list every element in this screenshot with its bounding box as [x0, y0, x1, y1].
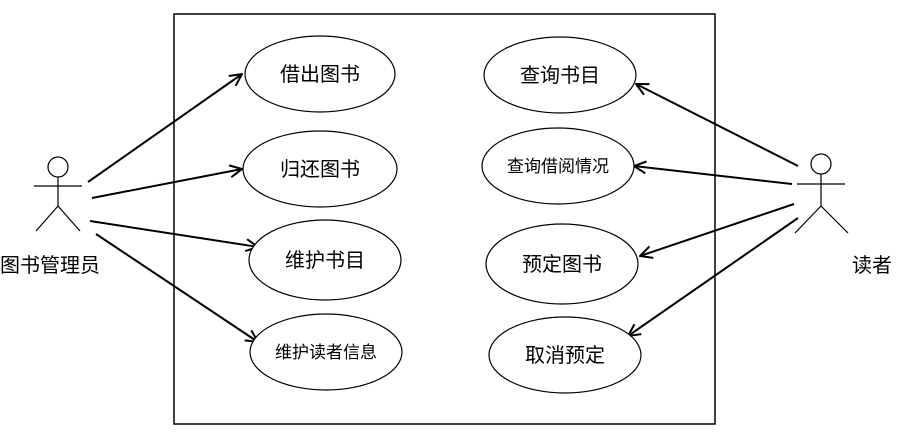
usecase-ellipse	[485, 223, 639, 305]
actor-head	[47, 156, 69, 178]
actor-librarian: 图书管理员	[0, 156, 100, 277]
usecase-return-book: 归还图书	[242, 130, 398, 208]
usecase-label: 取消预定	[525, 343, 605, 367]
usecase-ellipse	[248, 219, 402, 301]
usecase-query-catalog: 查询书目	[483, 36, 637, 114]
usecase-ellipse	[249, 313, 403, 391]
usecase-label: 维护书目	[285, 248, 365, 272]
system-boundary	[173, 13, 716, 425]
actor-head	[810, 153, 832, 175]
usecase-maintain-catalog: 维护书目	[248, 219, 402, 301]
actor-reader: 读者	[794, 153, 892, 277]
association-return-book	[91, 169, 242, 199]
usecase-maintain-reader-info: 维护读者信息	[249, 313, 403, 391]
usecase-label: 借出图书	[280, 62, 360, 86]
association-query-catalog	[636, 84, 799, 167]
usecase-reserve-book: 预定图书	[485, 223, 639, 305]
actor-label-librarian: 图书管理员	[0, 253, 100, 277]
association-borrow-book	[87, 74, 242, 183]
actor-label-reader: 读者	[852, 253, 892, 277]
actor-right-leg	[820, 205, 849, 234]
usecase-label: 维护读者信息	[275, 343, 377, 363]
association-maintain-reader-info	[95, 233, 258, 342]
usecase-ellipse	[483, 36, 637, 114]
usecase-label: 查询书目	[520, 63, 600, 87]
usecase-label: 预定图书	[522, 252, 602, 276]
actor-left-leg	[794, 205, 822, 234]
association-reserve-book	[640, 203, 795, 256]
actor-right-leg	[57, 205, 81, 232]
usecase-ellipse	[488, 316, 642, 394]
usecase-query-borrow-status: 查询借阅情况	[481, 127, 635, 205]
usecase-label: 查询借阅情况	[507, 157, 609, 177]
usecase-cancel-reservation: 取消预定	[488, 316, 642, 394]
association-query-borrow-status	[634, 166, 793, 185]
usecase-ellipse	[481, 127, 635, 205]
usecase-ellipse	[242, 130, 398, 208]
association-cancel-reservation	[628, 217, 799, 336]
usecase-ellipse	[244, 35, 396, 113]
usecase-label: 归还图书	[280, 157, 360, 181]
usecase-borrow-book: 借出图书	[244, 35, 396, 113]
actor-left-leg	[35, 205, 59, 232]
association-maintain-catalog	[89, 220, 258, 247]
